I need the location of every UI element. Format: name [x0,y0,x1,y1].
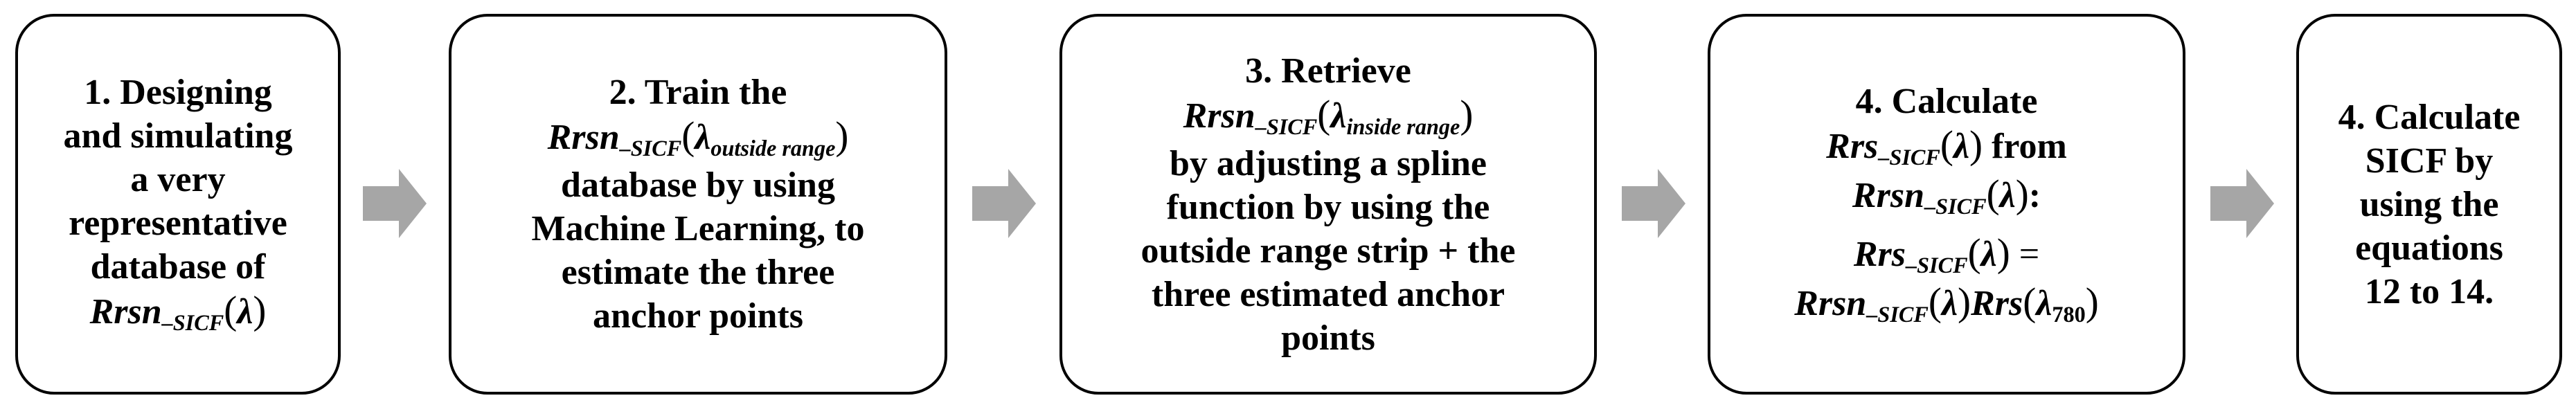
formula-base: Rrsn [1852,175,1924,215]
formula-argument: λ [1999,175,2016,215]
step-1-line-4: representative [69,204,287,243]
step-5-box: 4. Calculate SICF by using the equations… [2296,14,2562,395]
formula-subscript: –SICF [1878,144,1940,170]
arrow-right-icon [1622,169,1685,238]
formula-base: Rrs [1826,126,1879,166]
step-5-line-1: 4. Calculate [2338,97,2521,137]
arrow-right-icon [363,169,427,238]
step-1-line-5: database of [90,247,266,287]
step-2-line-4: anchor points [593,296,803,336]
formula-argument: λ [2036,283,2052,323]
arrow-right-icon [972,169,1036,238]
step-2-formula: Rrsn–SICF(λoutside range) [547,114,849,161]
step-4-equation-lhs: Rrs–SICF(λ) = [1853,230,2040,278]
step-3-title: 3. Retrieve [1245,51,1411,91]
formula-argument: λ [695,118,711,157]
step-4-formula-1: Rrs–SICF(λ) from [1826,123,2067,170]
step-3-box: 3. Retrieve Rrsn–SICF(λinside range) by … [1059,14,1597,395]
step-2-line-2: Machine Learning, to [531,209,865,248]
arrow-right-icon [2210,169,2274,238]
step-2-title: 2. Train the [609,73,787,112]
step-5-line-5: 12 to 14. [2364,271,2494,311]
formula-base: Rrsn [89,292,162,332]
formula-argument: λ [1980,234,1997,274]
formula-subscript: –SICF [1906,252,1968,278]
step-5-line-2: SICF by [2365,141,2494,181]
formula-argument: λ [1941,283,1958,323]
formula-subscript: –SICF [1255,114,1318,139]
formula-base: Rrsn [547,118,620,157]
formula-base: Rrsn [1794,283,1867,323]
step-2-line-1: database by using [561,165,835,205]
step-1-line-1: 1. Designing [84,73,272,112]
step-1-box: 1. Designing and simulating a very repre… [15,14,341,395]
formula-argument-subscript: outside range [710,136,836,161]
step-1-line-3: a very [130,160,226,199]
step-5-line-3: using the [2359,184,2499,224]
formula-argument-subscript: inside range [1346,114,1460,139]
formula-argument-subscript: 780 [2052,301,2086,327]
formula-subscript: –SICF [1924,193,1987,219]
step-3-line-3: outside range strip + the [1141,230,1516,271]
formula-tail: = [2010,234,2040,274]
formula-base: Rrsn [1183,96,1255,136]
formula-base: Rrs [1853,234,1906,274]
formula-argument: λ [237,292,253,332]
step-3-line-1: by adjusting a spline [1169,143,1487,183]
step-3-line-5: points [1281,318,1375,358]
step-2-box: 2. Train the Rrsn–SICF(λoutside range) d… [449,14,947,395]
formula-argument: λ [1953,126,1970,166]
step-3-line-4: three estimated anchor [1151,274,1505,314]
formula-base: Rrs [1971,283,2023,323]
formula-tail: : [2028,175,2041,215]
step-1-formula: Rrsn–SICF(λ) [89,289,267,336]
step-1-line-2: and simulating [63,116,293,156]
step-4-equation-rhs: Rrsn–SICF(λ)Rrs(λ780) [1794,280,2099,327]
formula-subscript: –SICF [619,136,682,161]
step-5-line-4: equations [2355,228,2503,268]
step-4-box: 4. Calculate Rrs–SICF(λ) from Rrsn–SICF(… [1708,14,2185,395]
formula-subscript: –SICF [1866,301,1929,327]
step-3-line-2: function by using the [1166,187,1490,227]
formula-tail: from [1983,126,2067,166]
step-4-formula-2: Rrsn–SICF(λ): [1852,172,2041,219]
step-2-line-3: estimate the three [561,253,835,292]
formula-subscript: –SICF [161,310,224,336]
step-4-title: 4. Calculate [1855,81,2038,121]
step-3-formula: Rrsn–SICF(λinside range) [1183,92,1474,139]
formula-argument: λ [1330,96,1347,136]
